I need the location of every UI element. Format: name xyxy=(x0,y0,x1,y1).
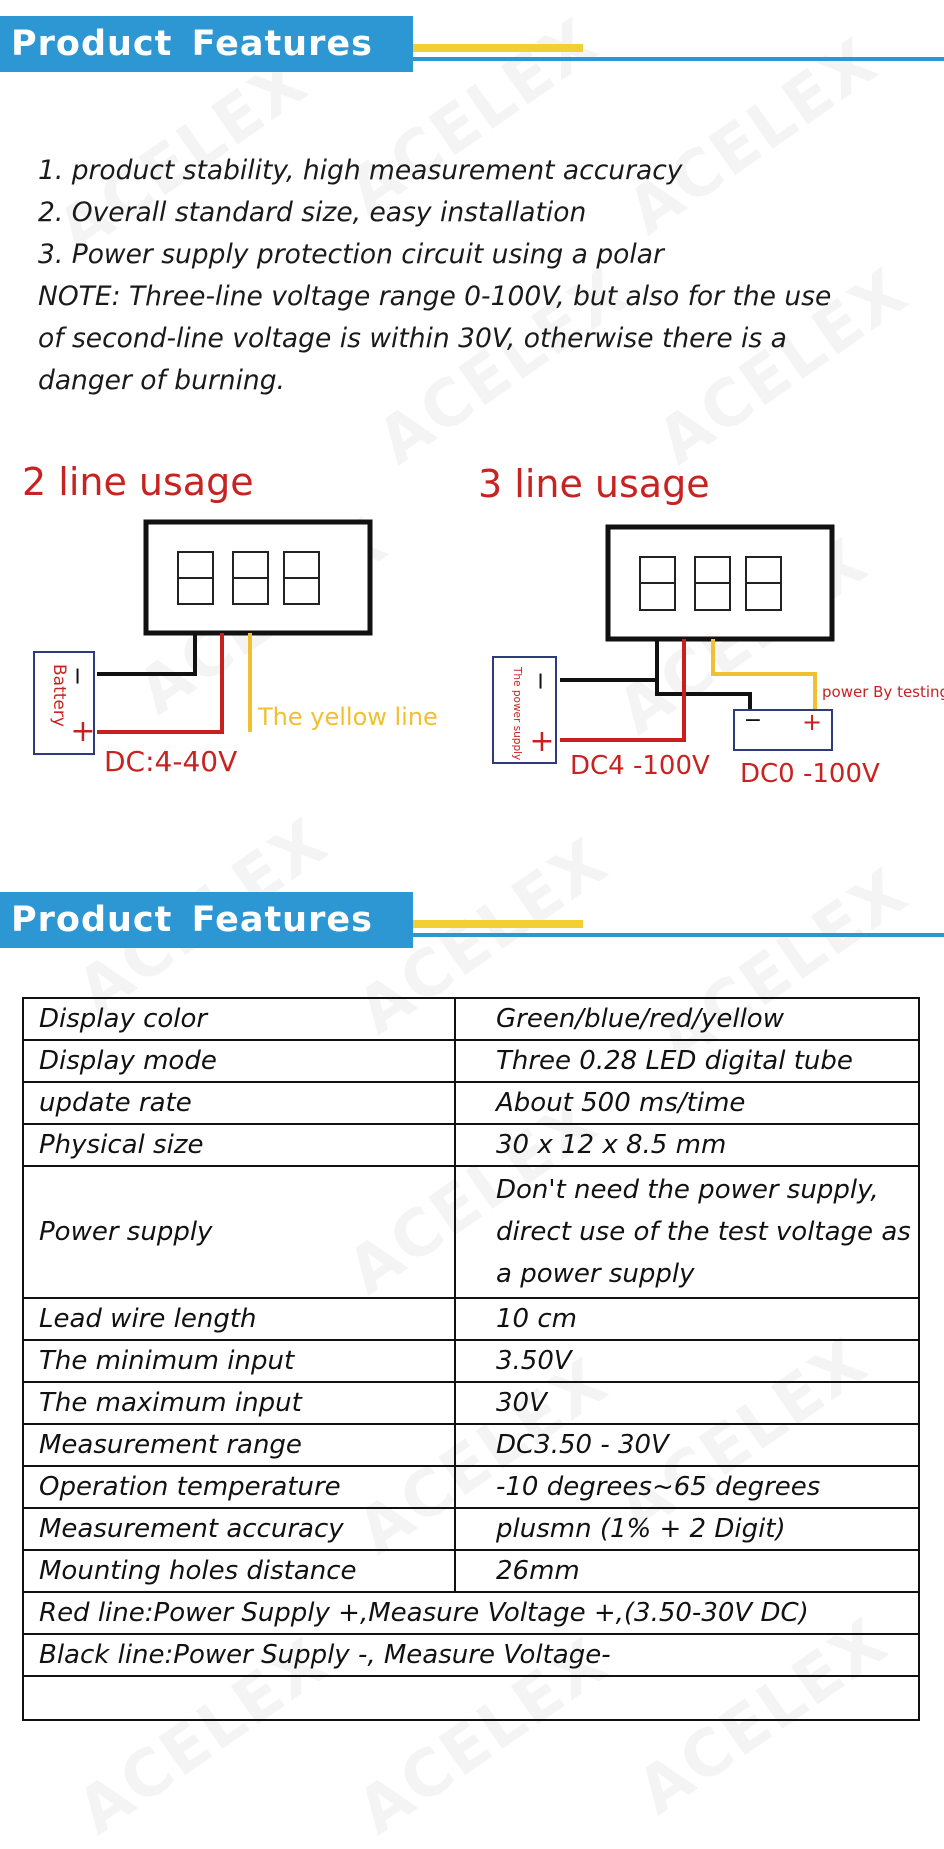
plus-terminal: + xyxy=(529,724,554,759)
spec-label: Power supply xyxy=(22,1165,456,1299)
spec-value: 3.50V xyxy=(454,1339,920,1383)
spec-label: Measurement accuracy xyxy=(22,1507,456,1551)
digit-segments xyxy=(177,551,320,605)
banner-blue-line xyxy=(413,933,944,937)
spec-label: Display color xyxy=(22,997,456,1041)
section-title: Product Features xyxy=(11,24,373,64)
spec-value: 10 cm xyxy=(454,1297,920,1341)
section-banner-top: Product Features xyxy=(0,16,944,76)
note-line: of second-line voltage is within 30V, ot… xyxy=(38,323,787,354)
black-wire xyxy=(97,633,197,676)
note-line: NOTE: Three-line voltage range 0-100V, b… xyxy=(38,281,832,312)
note-line: danger of burning. xyxy=(38,365,285,396)
battery-label: Battery xyxy=(49,664,69,727)
feature-line: 2. Overall standard size, easy installat… xyxy=(38,197,587,228)
plus-terminal: + xyxy=(70,714,95,749)
banner-tab xyxy=(0,892,413,948)
spec-label: Display mode xyxy=(22,1039,456,1083)
table-row: Red line:Power Supply +,Measure Voltage … xyxy=(22,1591,920,1635)
spec-label: The maximum input xyxy=(22,1381,456,1425)
minus-terminal: − xyxy=(64,666,92,686)
spec-value: Don't need the power supply, direct use … xyxy=(454,1165,920,1299)
spec-value: -10 degrees~65 degrees xyxy=(454,1465,920,1509)
note-row-red: Red line:Power Supply +,Measure Voltage … xyxy=(22,1591,920,1635)
three-line-diagram: The power supply − + − + power By testin… xyxy=(492,524,944,789)
banner-yellow-bar xyxy=(413,920,583,928)
banner-blue-line xyxy=(413,57,944,61)
power-supply-box xyxy=(492,656,557,764)
voltage-label-left: DC:4-40V xyxy=(104,745,237,778)
table-row: Black line:Power Supply -, Measure Volta… xyxy=(22,1633,920,1677)
spec-label: Mounting holes distance xyxy=(22,1549,456,1593)
battery-box xyxy=(33,651,95,755)
table-row: Operation temperature -10 degrees~65 deg… xyxy=(22,1465,920,1509)
spec-value: 30V xyxy=(454,1381,920,1425)
testing-label: power By testing xyxy=(822,683,944,701)
black-wire-to-load xyxy=(655,680,752,710)
three-line-usage-heading: 3 line usage xyxy=(478,462,710,506)
note-row-black: Black line:Power Supply -, Measure Volta… xyxy=(22,1633,920,1677)
feature-list: 1. product stability, high measurement a… xyxy=(38,150,918,402)
banner-yellow-bar xyxy=(413,44,583,52)
yellow-wire xyxy=(711,639,817,712)
yellow-line-label: The yellow line xyxy=(257,703,438,731)
voltage-label-supply: DC4 -100V xyxy=(570,751,710,781)
power-supply-label: The power supply xyxy=(511,666,523,760)
spec-label: Measurement range xyxy=(22,1423,456,1467)
test-load-box xyxy=(733,709,833,751)
banner-tab xyxy=(0,16,413,72)
spec-value: 30 x 12 x 8.5 mm xyxy=(454,1123,920,1167)
spec-value: About 500 ms/time xyxy=(454,1081,920,1125)
spec-value: plusmn (1% + 2 Digit) xyxy=(454,1507,920,1551)
feature-line: 3. Power supply protection circuit using… xyxy=(38,239,664,270)
load-plus: + xyxy=(802,708,822,736)
two-line-diagram: Battery − + The yellow line DC:4-40V xyxy=(33,519,438,778)
red-wire xyxy=(560,639,686,742)
section-banner-specs: Product Features xyxy=(0,892,944,952)
feature-line: 1. product stability, high measurement a… xyxy=(38,155,683,186)
spec-label: Operation temperature xyxy=(22,1465,456,1509)
voltage-label-measure: DC0 -100V xyxy=(740,759,880,789)
black-wire xyxy=(560,639,659,682)
minus-terminal: − xyxy=(527,671,555,691)
spec-label: update rate xyxy=(22,1081,456,1125)
spec-label: Physical size xyxy=(22,1123,456,1167)
spec-value: Green/blue/red/yellow xyxy=(454,997,920,1041)
section-title: Product Features xyxy=(11,900,373,940)
spec-value: Three 0.28 LED digital tube xyxy=(454,1039,920,1083)
table-row xyxy=(22,1675,920,1721)
spec-value: DC3.50 - 30V xyxy=(454,1423,920,1467)
table-row: Power supply Don't need the power supply… xyxy=(22,1165,920,1299)
red-wire xyxy=(97,633,224,734)
spec-value: 26mm xyxy=(454,1549,920,1593)
two-line-usage-heading: 2 line usage xyxy=(22,460,254,504)
wiring-diagrams: Battery − + The yellow line DC:4-40V The… xyxy=(33,519,944,789)
load-minus: − xyxy=(744,708,762,733)
spec-label: Lead wire length xyxy=(22,1297,456,1341)
spec-label: The minimum input xyxy=(22,1339,456,1383)
empty-row xyxy=(22,1675,920,1721)
digit-segments xyxy=(639,556,782,611)
